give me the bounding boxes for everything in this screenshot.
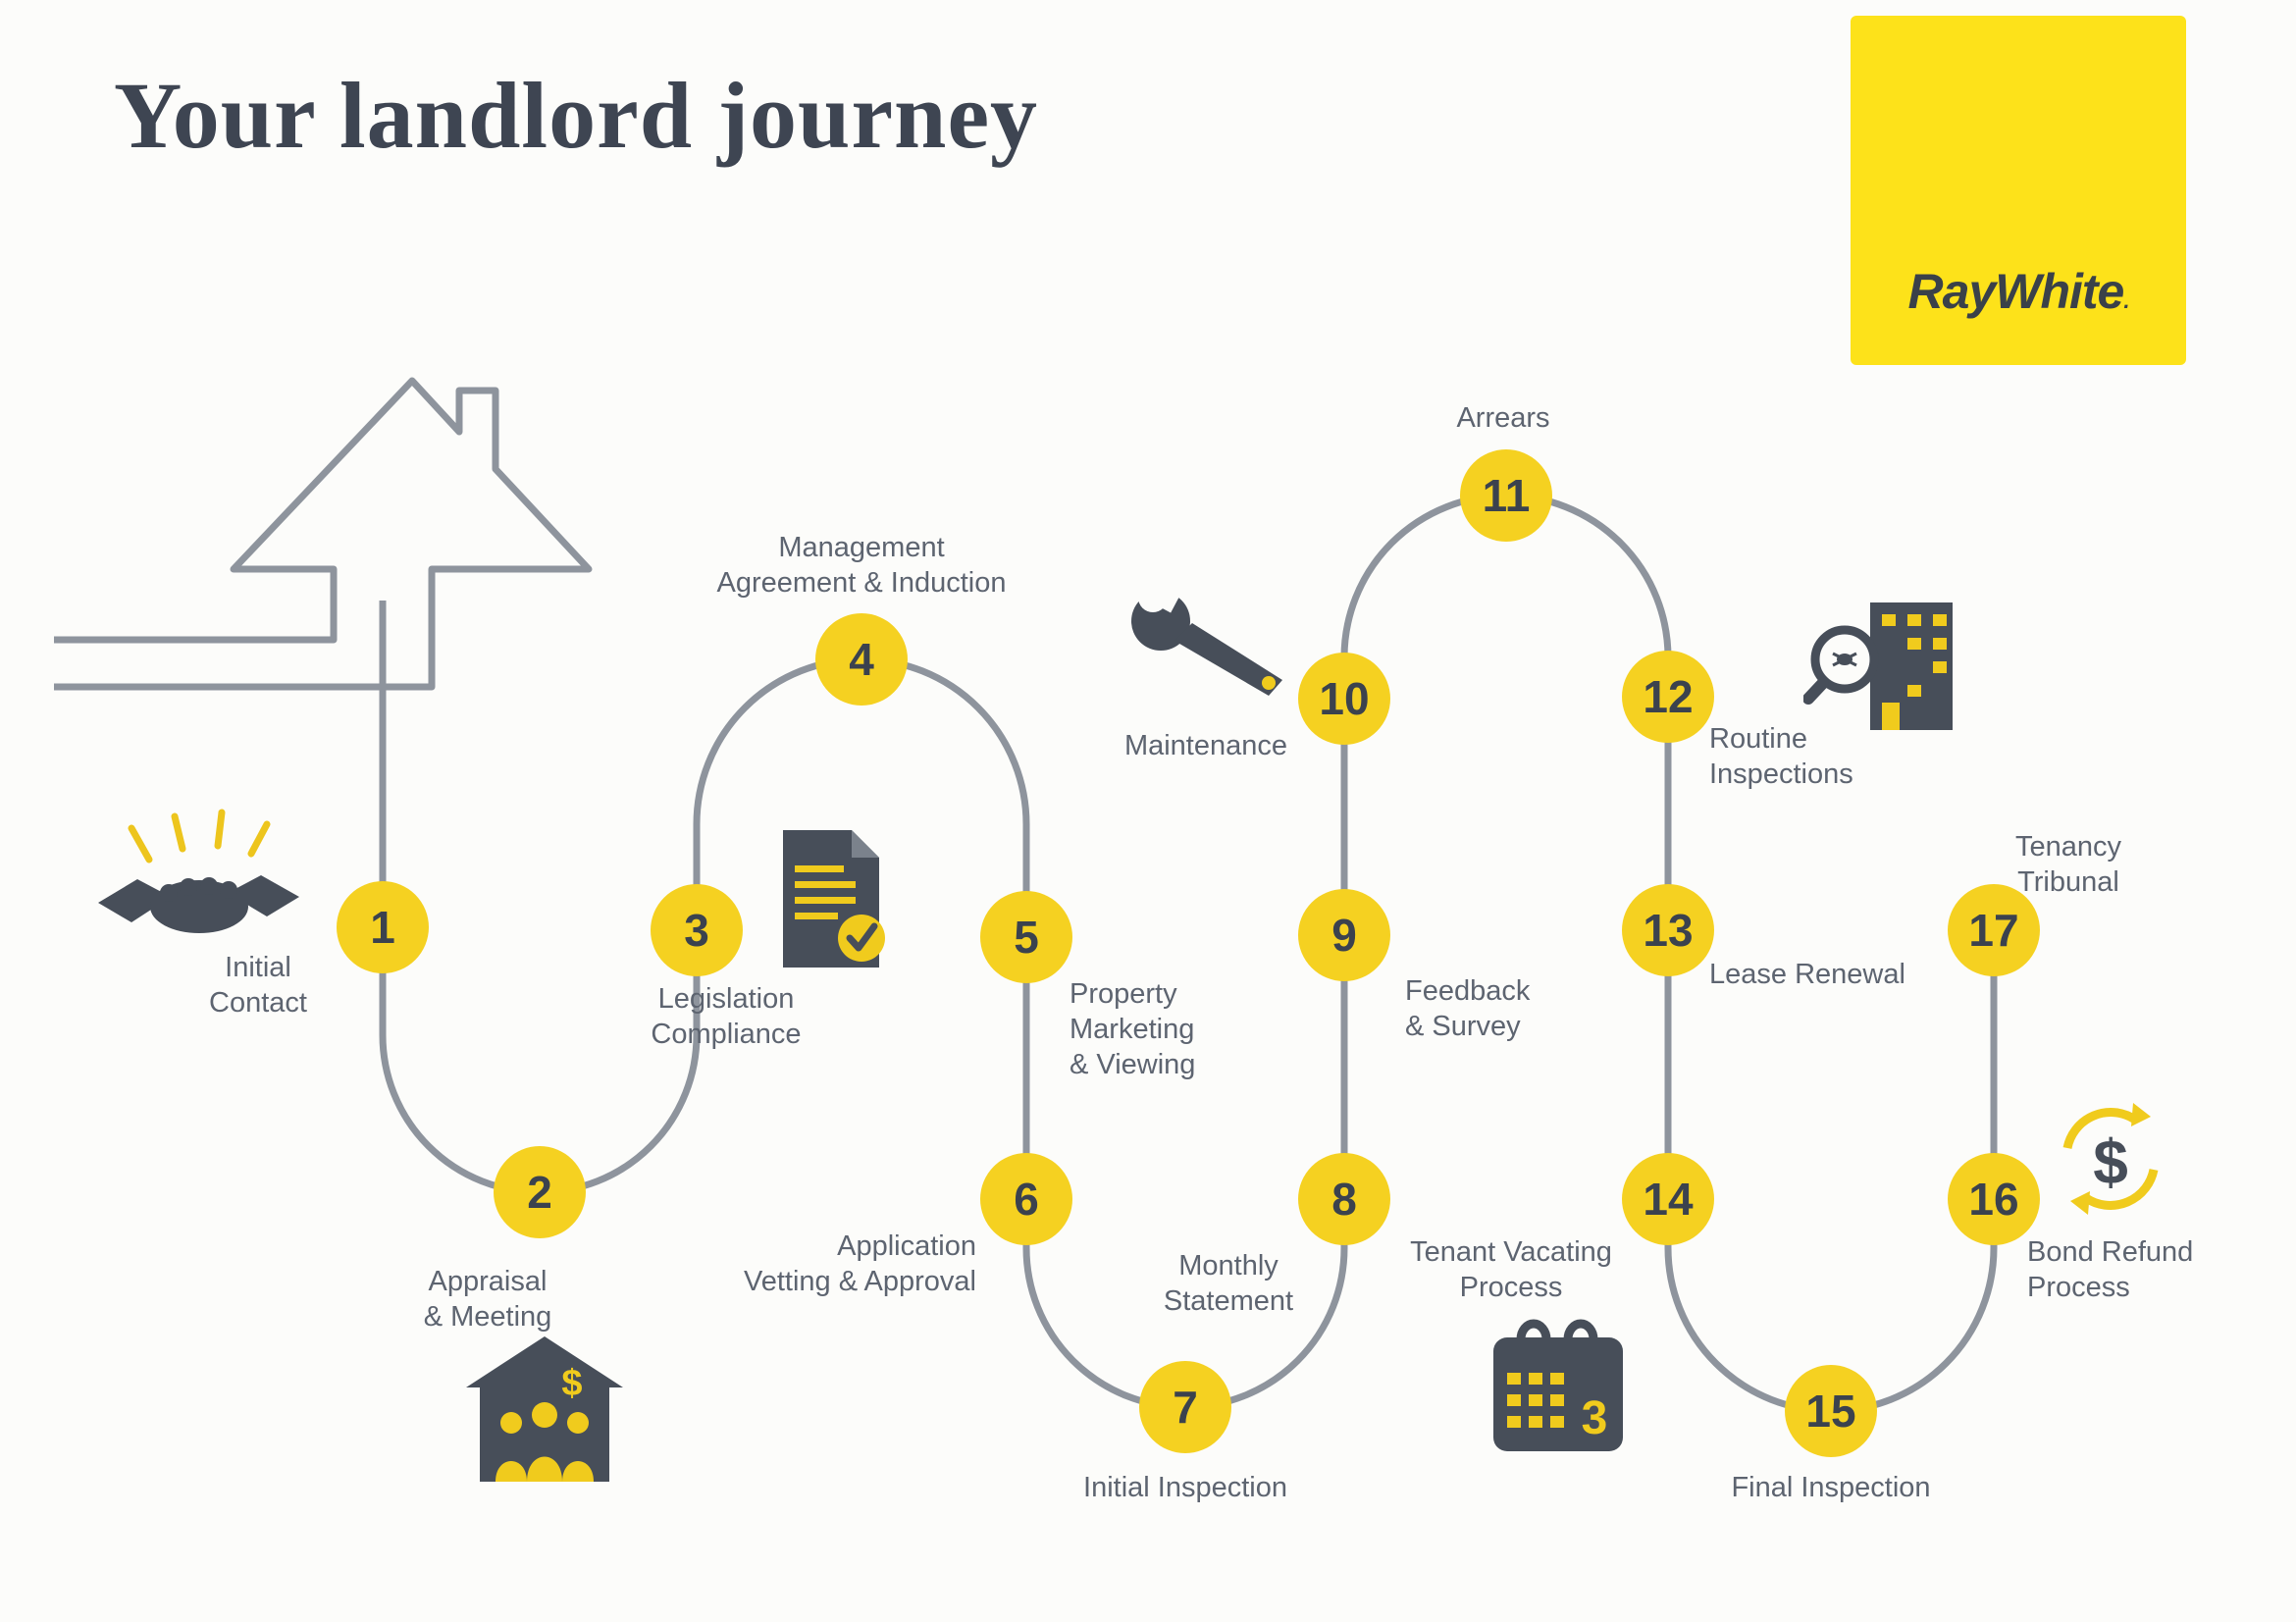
step-number: 11 [1482,470,1531,521]
step-8-label: Monthly Statement [1163,1250,1294,1317]
step-11-label: Arrears [1456,402,1550,434]
step-6-label: Application Vetting & Approval [744,1230,976,1297]
calendar-day: 3 [1582,1392,1608,1444]
step-8-circle: 8 [1298,1153,1390,1245]
step-12-circle: 12 [1622,651,1714,743]
step-number: 9 [1331,910,1357,961]
step-number: 10 [1319,673,1370,724]
step-3-label: Legislation Compliance [651,983,802,1050]
step-10-label: Maintenance [1123,730,1287,761]
step-number: 17 [1968,905,2019,956]
raywhite-logo: RayWhite. [1851,16,2186,365]
building-search-icon [1803,597,1965,736]
step-number: 14 [1643,1174,1694,1225]
step-1-circle: 1 [337,881,429,973]
step-7-circle: 7 [1139,1361,1231,1453]
step-17-label: Tenancy Tribunal [2014,831,2121,898]
calendar-icon: 3 [1489,1310,1627,1459]
step-1-label: Initial Contact [209,952,307,1019]
step-2-label: Appraisal & Meeting [423,1266,552,1333]
raywhite-wordmark: RayWhite. [1907,264,2130,319]
step-number: 5 [1014,912,1039,963]
step-11-circle: 11 [1460,449,1552,542]
step-4-circle: 4 [815,613,908,706]
celebration-rays-icon [128,809,271,863]
step-number: 7 [1173,1382,1198,1433]
step-14-circle: 14 [1622,1153,1714,1245]
house-arrow-outline [54,377,593,691]
step-number: 12 [1643,671,1694,722]
step-number: 3 [684,905,709,956]
step-3-circle: 3 [651,884,743,976]
money-cycle-icon: $ [2051,1099,2170,1219]
step-number: 15 [1805,1386,1856,1437]
step-16-circle: 16 [1948,1153,2040,1245]
step-15-label: Final Inspection [1731,1472,1931,1503]
handshake-icon [98,803,299,984]
step-6-circle: 6 [980,1153,1072,1245]
step-16-label: Bond Refund Process [2027,1236,2194,1303]
document-check-icon [773,830,889,968]
step-12-label: Routine Inspections [1709,723,1853,790]
step-10-circle: 10 [1298,653,1390,745]
step-number: 16 [1968,1174,2019,1225]
svg-text:$: $ [561,1363,582,1404]
step-number: 6 [1014,1174,1039,1225]
step-number: 1 [370,902,395,953]
step-number: 2 [527,1167,552,1218]
step-7-label: Initial Inspection [1083,1472,1287,1503]
step-number: 4 [849,634,874,685]
house-family-icon: $ [466,1336,623,1482]
step-15-circle: 15 [1785,1365,1877,1457]
step-14-label: Tenant Vacating Process [1410,1236,1612,1303]
step-9-circle: 9 [1298,889,1390,981]
step-9-label: Feedback & Survey [1405,975,1531,1042]
step-2-circle: 2 [494,1146,586,1238]
step-17-circle: 17 [1948,884,2040,976]
step-5-label: Property Marketing & Viewing [1070,978,1196,1080]
step-13-circle: 13 [1622,884,1714,976]
step-13-label: Lease Renewal [1709,959,1905,990]
step-number: 13 [1643,905,1694,956]
step-5-circle: 5 [980,891,1072,983]
wrench-icon [1123,584,1290,702]
svg-text:$: $ [2093,1126,2128,1197]
step-4-label: Management Agreement & Induction [716,532,1007,599]
step-number: 8 [1331,1174,1357,1225]
page-title: Your landlord journey [114,63,1039,168]
